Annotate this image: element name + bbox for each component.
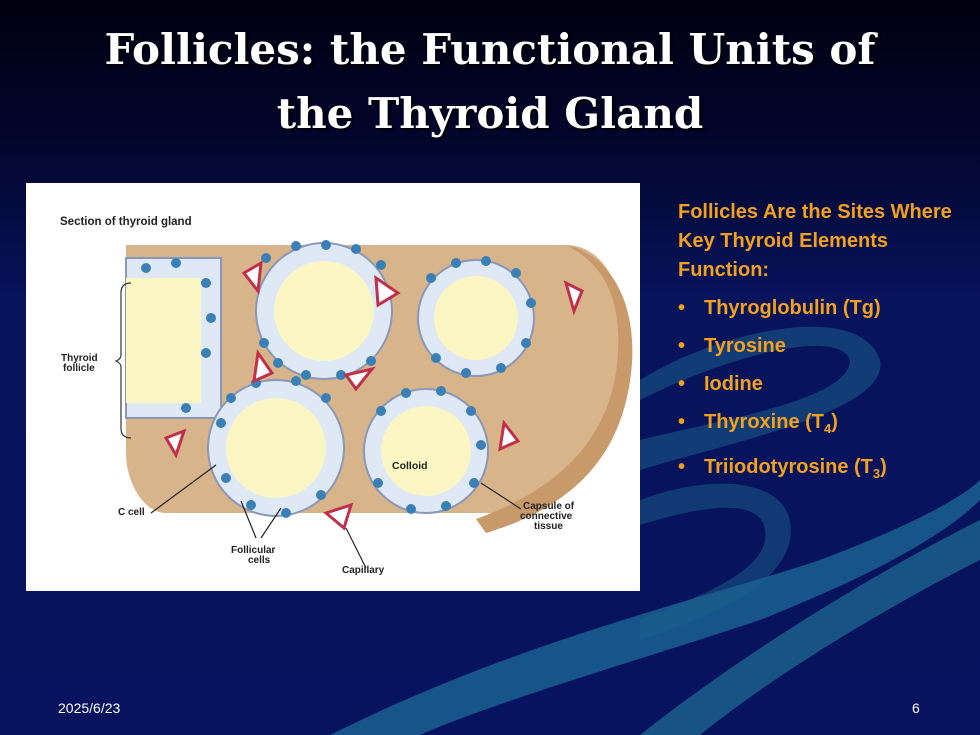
bullet-marker: •	[678, 335, 686, 357]
label-follicular-cells-line1: Follicular	[231, 545, 276, 556]
bullet-item-iodine: • Iodine	[678, 365, 968, 403]
follicle-left	[125, 257, 222, 419]
label-colloid: Colloid	[392, 460, 428, 472]
follicle-top-right	[417, 259, 535, 377]
bullet-marker: •	[678, 456, 686, 478]
bullet-suffix: )	[831, 411, 838, 433]
info-panel: Follicles Are the Sites Where Key Thyroi…	[678, 198, 968, 493]
bullet-item-triiodotyrosine: • Triiodotyrosine (T3)	[678, 448, 968, 493]
follicle-bottom-left	[207, 379, 345, 517]
slide-title: Follicles: the Functional Units of the T…	[40, 18, 940, 146]
bullet-text: Tyrosine	[704, 335, 786, 357]
label-c-cell: C cell	[118, 507, 145, 518]
bullet-text: Triiodotyrosine (T	[704, 456, 873, 478]
follicle-bottom-middle	[363, 388, 489, 514]
bullet-list: • Thyroglobulin (Tg) • Tyrosine • Iodine • T…	[678, 289, 968, 493]
bullet-text: Thyroxine (T	[704, 411, 825, 433]
thyroid-diagram: Section of thyroid gland Thyroid follicl…	[60, 216, 633, 576]
bullet-subscript: 3	[872, 466, 881, 481]
capillaries	[163, 260, 584, 531]
label-capsule-line1: Capsule of	[523, 501, 575, 512]
bullet-item-tyrosine: • Tyrosine	[678, 327, 968, 365]
bullet-suffix: )	[880, 456, 887, 478]
label-follicular-cells-line2: cells	[248, 555, 271, 566]
thyroid-follicle-bracket	[114, 282, 132, 439]
bullet-item-thyroxine: • Thyroxine (T4)	[678, 403, 968, 448]
footer-date: 2025/6/23	[58, 700, 121, 716]
label-thyroid-follicle-line2: follicle	[63, 363, 95, 374]
slide-title-line1: Follicles: the Functional Units of	[104, 25, 876, 74]
label-capsule-line2: connective	[520, 511, 573, 522]
figure-caption: Section of thyroid gland	[60, 216, 192, 228]
thyroid-section-figure: Section of thyroid gland Thyroid follicl…	[26, 183, 640, 591]
panel-heading: Follicles Are the Sites Where Key Thyroi…	[678, 201, 952, 281]
bullet-marker: •	[678, 411, 686, 433]
label-capsule-line3: tissue	[534, 521, 563, 532]
label-capillary: Capillary	[342, 565, 385, 576]
follicle-top-middle	[255, 242, 393, 380]
capsule-of-connective-tissue	[476, 245, 633, 533]
bullet-text: Thyroglobulin (Tg)	[704, 297, 881, 319]
bullet-marker: •	[678, 297, 686, 319]
leader-lines	[150, 464, 522, 569]
cell-nuclei	[141, 240, 536, 518]
bullet-marker: •	[678, 373, 686, 395]
slide-title-line2: the Thyroid Gland	[276, 89, 704, 138]
label-thyroid-follicle-line1: Thyroid	[61, 353, 98, 364]
bullet-text: Iodine	[704, 373, 763, 395]
footer-page-number: 6	[912, 700, 920, 716]
bullet-item-thyroglobulin: • Thyroglobulin (Tg)	[678, 289, 968, 327]
bullet-subscript: 4	[824, 421, 832, 436]
